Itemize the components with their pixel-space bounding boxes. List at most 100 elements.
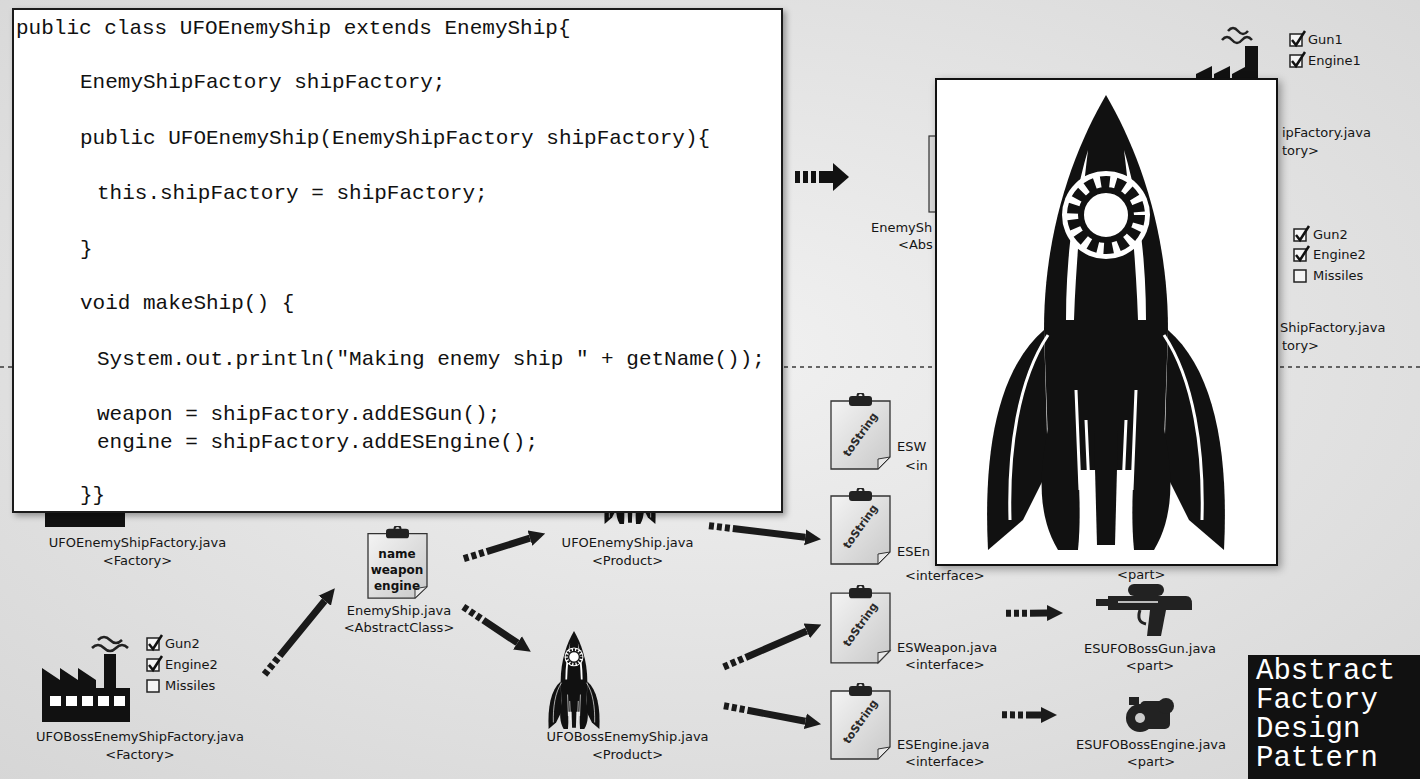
- clipboard: [368, 526, 427, 598]
- stereotype: <Product>: [592, 747, 663, 763]
- check-item: Gun2: [165, 636, 200, 652]
- checkbox: [1294, 270, 1306, 282]
- engine-icon: [1126, 697, 1174, 732]
- chimney: [104, 654, 116, 690]
- factory-icon: [1196, 28, 1258, 80]
- stereotype: <part>: [1117, 567, 1165, 583]
- file-name: ipFactory.java: [1282, 125, 1371, 141]
- window: [82, 696, 93, 706]
- interface-clipboard: toStringESEn<interface>: [826, 488, 991, 584]
- stereotype: <interface>: [905, 754, 985, 770]
- check-item: Missiles: [1313, 268, 1363, 284]
- stereotype: <part>: [1126, 658, 1174, 674]
- stereotype: tory>: [1282, 338, 1319, 354]
- flow-arrow: [724, 706, 805, 722]
- gun-body: [1108, 596, 1192, 610]
- flow-arrow: [265, 601, 325, 675]
- class-name: ESW: [897, 439, 926, 455]
- clipboard: [831, 488, 890, 564]
- window: [98, 696, 109, 706]
- smoke: [1222, 37, 1252, 43]
- stereotype: <Factory>: [103, 553, 172, 569]
- check-item: Missiles: [165, 678, 215, 694]
- arrow-head: [833, 163, 849, 191]
- code-line: void makeShip() {: [80, 292, 294, 316]
- code-line: weapon = shipFactory.addESGun();: [97, 403, 500, 427]
- flow-arrow: [463, 607, 517, 643]
- class-name: UFOEnemyShip.java: [562, 535, 694, 551]
- checkbox: [147, 31, 1309, 692]
- rocket-icon: [604, 426, 655, 524]
- interface-clipboard: toStringESWeapon.java<interface>: [826, 583, 1002, 675]
- method-tag: toString: [837, 406, 885, 464]
- part-node: ESUFOBossEngine.java<part>: [1062, 695, 1240, 775]
- arrow-shaft: [819, 171, 834, 183]
- class-name: EnemySh: [871, 220, 932, 236]
- stereotype: <interface>: [905, 657, 985, 673]
- engine-part: [1158, 698, 1174, 714]
- engine-part: [1129, 697, 1139, 705]
- class-name: ESUFOBossEngine.java: [1076, 737, 1226, 753]
- check-item: Gun1: [1308, 32, 1343, 48]
- method-tag: toString: [837, 693, 885, 751]
- checkbox: [147, 680, 159, 692]
- gun-handle: [1147, 610, 1166, 636]
- class-name: UFOBossEnemyShipFactory.java: [36, 729, 244, 745]
- stereotype: <AbstractClass>: [344, 620, 455, 636]
- flow-arrow: [795, 163, 849, 191]
- factory-roof: [1196, 66, 1245, 80]
- code-line: }}: [80, 484, 105, 508]
- check-mark: [1292, 31, 1305, 45]
- factory-node: UFOEnemyShipFactory.java<Factory>: [25, 514, 250, 572]
- method-tag: toString: [837, 596, 885, 654]
- check-mark: [1296, 226, 1309, 240]
- gun-stripe: [1118, 601, 1158, 603]
- check-item: Engine1: [1308, 53, 1361, 69]
- interface-clipboard: toStringESW <in: [826, 393, 934, 475]
- gun-tank: [1128, 584, 1164, 596]
- rocket-picture: [935, 78, 1278, 566]
- rocket-illustration: [987, 95, 1225, 550]
- gun-nozzle: [1096, 599, 1110, 606]
- field-list: name weapon engine: [366, 546, 428, 594]
- factory-body: [42, 688, 130, 722]
- stereotype: <Product>: [592, 553, 663, 569]
- title-text: Abstract Factory Design Pattern: [1256, 657, 1414, 773]
- stereotype: <Abs: [898, 237, 933, 253]
- arrow-bar: [803, 171, 808, 183]
- check-mark: [1292, 52, 1305, 66]
- flow-arrow: [709, 526, 805, 538]
- code-line: }: [80, 238, 93, 262]
- check-item: Gun2: [1313, 227, 1348, 243]
- stereotype: <in: [905, 458, 928, 474]
- smoke: [1228, 28, 1248, 34]
- title-panel: Abstract Factory Design Pattern: [1248, 655, 1420, 779]
- abstract-class-clipboard: name weapon engineEnemyShip.java<Abstrac…: [338, 524, 460, 636]
- engine-part: [1135, 713, 1145, 723]
- smoke: [98, 637, 122, 643]
- check-item: Engine2: [1313, 247, 1366, 263]
- code-line: engine = shipFactory.addESEngine();: [97, 431, 538, 455]
- chimney: [1245, 46, 1258, 80]
- stereotype: tory>: [1282, 143, 1319, 159]
- file-name: ShipFactory.java: [1280, 320, 1385, 336]
- gun-icon: [1096, 584, 1192, 636]
- class-name: ESEn: [897, 544, 930, 560]
- flow-arrow: [464, 538, 530, 558]
- class-name: EnemyShip.java: [347, 603, 452, 619]
- stereotype: <Factory>: [105, 747, 174, 763]
- factory-node: UFOBossEnemyShipFactory.java <Factory>: [18, 630, 262, 766]
- class-name: ESEngine.java: [897, 737, 989, 753]
- code-line: public class UFOEnemyShip extends EnemyS…: [16, 17, 571, 41]
- window: [114, 696, 125, 706]
- arrow-bar: [811, 171, 816, 183]
- stereotype: <part>: [1127, 754, 1175, 770]
- code-line: EnemyShipFactory shipFactory;: [80, 71, 445, 95]
- factory-icon: [45, 508, 125, 527]
- part-node: ESUFOBossGun.java<part>: [1068, 585, 1232, 675]
- code-line: this.shipFactory = shipFactory;: [97, 182, 488, 206]
- stereotype: <interface>: [905, 568, 985, 584]
